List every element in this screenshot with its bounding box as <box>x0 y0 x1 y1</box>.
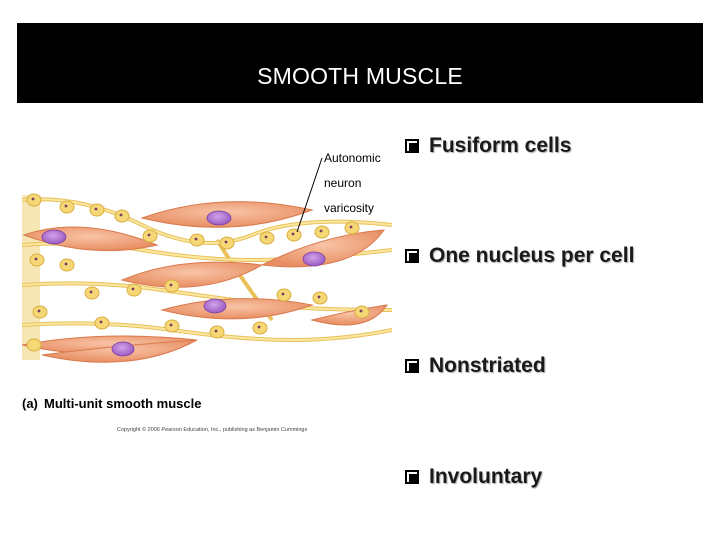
muscle-cells <box>21 201 389 363</box>
background-tissue <box>22 195 40 360</box>
callout-label-line-3: varicosity <box>324 201 374 215</box>
nucleus <box>302 251 326 267</box>
checkbox-bullet-icon <box>405 359 419 373</box>
checkbox-bullet-icon <box>405 139 419 153</box>
smooth-muscle-illustration: Autonomic neuron varicosity (a) Multi-un… <box>21 151 393 433</box>
slide-title: SMOOTH MUSCLE <box>257 63 463 89</box>
figure-caption: Multi-unit smooth muscle <box>44 396 201 411</box>
smooth-muscle-figure: Autonomic neuron varicosity (a) Multi-un… <box>21 140 393 440</box>
nucleus <box>206 210 232 226</box>
bullet-item: Fusiform cells <box>405 134 571 158</box>
bullet-text: Nonstriated <box>429 354 546 377</box>
nucleus <box>41 229 67 245</box>
bullet-item: Involuntary <box>405 465 542 489</box>
varicosities <box>26 193 370 352</box>
figure-copyright: Copyright © 2006 Pearson Education, Inc.… <box>117 426 307 433</box>
slide-title-bar: SMOOTH MUSCLE <box>17 23 703 103</box>
vesicles <box>31 197 363 333</box>
callout-line <box>296 157 323 233</box>
bullet-text: Involuntary <box>429 465 543 488</box>
bullet-text: One nucleus per cell <box>429 244 635 267</box>
nucleus <box>111 341 135 357</box>
bullet-text: Fusiform cells <box>429 134 572 157</box>
bullet-list: Fusiform cells One nucleus per cell Nons… <box>405 126 715 506</box>
figure-panel-letter: (a) <box>22 396 38 411</box>
bullet-item: One nucleus per cell <box>405 244 634 268</box>
bullet-item: Nonstriated <box>405 354 546 378</box>
checkbox-bullet-icon <box>405 249 419 263</box>
muscle-cell <box>120 261 264 288</box>
nucleus <box>203 298 227 314</box>
callout-label-line-2: neuron <box>324 176 361 190</box>
callout-label-line-1: Autonomic <box>324 151 381 165</box>
muscle-cell <box>160 298 314 320</box>
checkbox-bullet-icon <box>405 470 419 484</box>
nuclei <box>41 210 326 357</box>
